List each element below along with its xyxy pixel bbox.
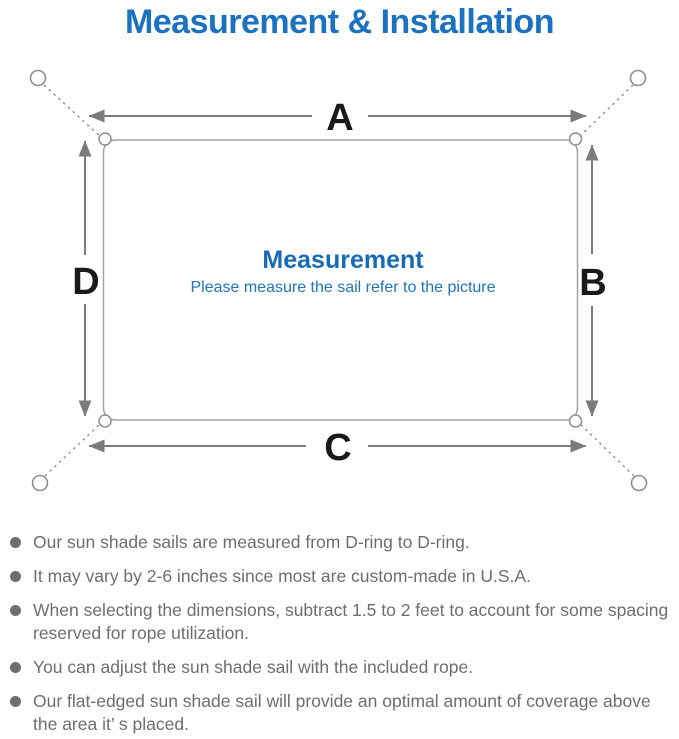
diagram-center-heading: Measurement	[262, 246, 424, 274]
dimension-label-c: C	[324, 427, 351, 469]
page-title: Measurement & Installation	[124, 3, 555, 41]
sail-diagram-svg: A C D B Measurement Please measure the s…	[29, 69, 648, 492]
d-ring-bottom-left	[98, 414, 112, 428]
d-ring-top-left	[98, 132, 112, 146]
rope-line-bottom-left	[44, 423, 101, 477]
dimension-label-b: B	[579, 262, 606, 304]
note-text: Our flat-edged sun shade sail will provi…	[33, 691, 651, 734]
title-bar: Measurement & Installation	[0, 0, 679, 60]
d-ring-bottom-right	[568, 414, 583, 428]
diagram-center-subtitle: Please measure the sail refer to the pic…	[190, 279, 495, 296]
note-text: It may vary by 2-6 inches since most are…	[33, 566, 531, 586]
bullet-dot	[10, 662, 21, 673]
bullet-dot	[10, 571, 21, 582]
d-ring-top-right	[568, 132, 583, 146]
note-text: You can adjust the sun shade sail with t…	[33, 657, 474, 677]
anchor-ring-bottom-right	[630, 474, 648, 492]
anchor-ring-top-right	[629, 69, 647, 87]
sail-outline	[102, 139, 579, 421]
notes-list: Our sun shade sails are measured from D-…	[0, 520, 679, 736]
anchor-ring-top-left	[29, 69, 47, 87]
bullet-dot	[10, 696, 21, 707]
dimension-label-a: A	[326, 97, 353, 139]
bullet-dot	[10, 605, 21, 616]
note-item-measured-dring: Our sun shade sails are measured from D-…	[10, 531, 679, 554]
rope-line-top-left	[43, 84, 102, 138]
note-item-subtract-feet: When selecting the dimensions, subtract …	[10, 599, 679, 645]
bullet-dot	[10, 537, 21, 548]
rope-line-top-right	[578, 84, 634, 138]
rope-line-bottom-right	[579, 423, 635, 477]
note-item-adjust-rope: You can adjust the sun shade sail with t…	[10, 656, 679, 679]
note-item-flat-edged-coverage: Our flat-edged sun shade sail will provi…	[10, 690, 679, 736]
note-text: When selecting the dimensions, subtract …	[33, 600, 669, 643]
note-text: Our sun shade sails are measured from D-…	[33, 532, 470, 552]
measurement-diagram: A C D B Measurement Please measure the s…	[0, 60, 679, 520]
anchor-ring-bottom-left	[31, 474, 49, 492]
note-item-vary-inches: It may vary by 2-6 inches since most are…	[10, 565, 679, 588]
dimension-label-d: D	[72, 261, 99, 303]
